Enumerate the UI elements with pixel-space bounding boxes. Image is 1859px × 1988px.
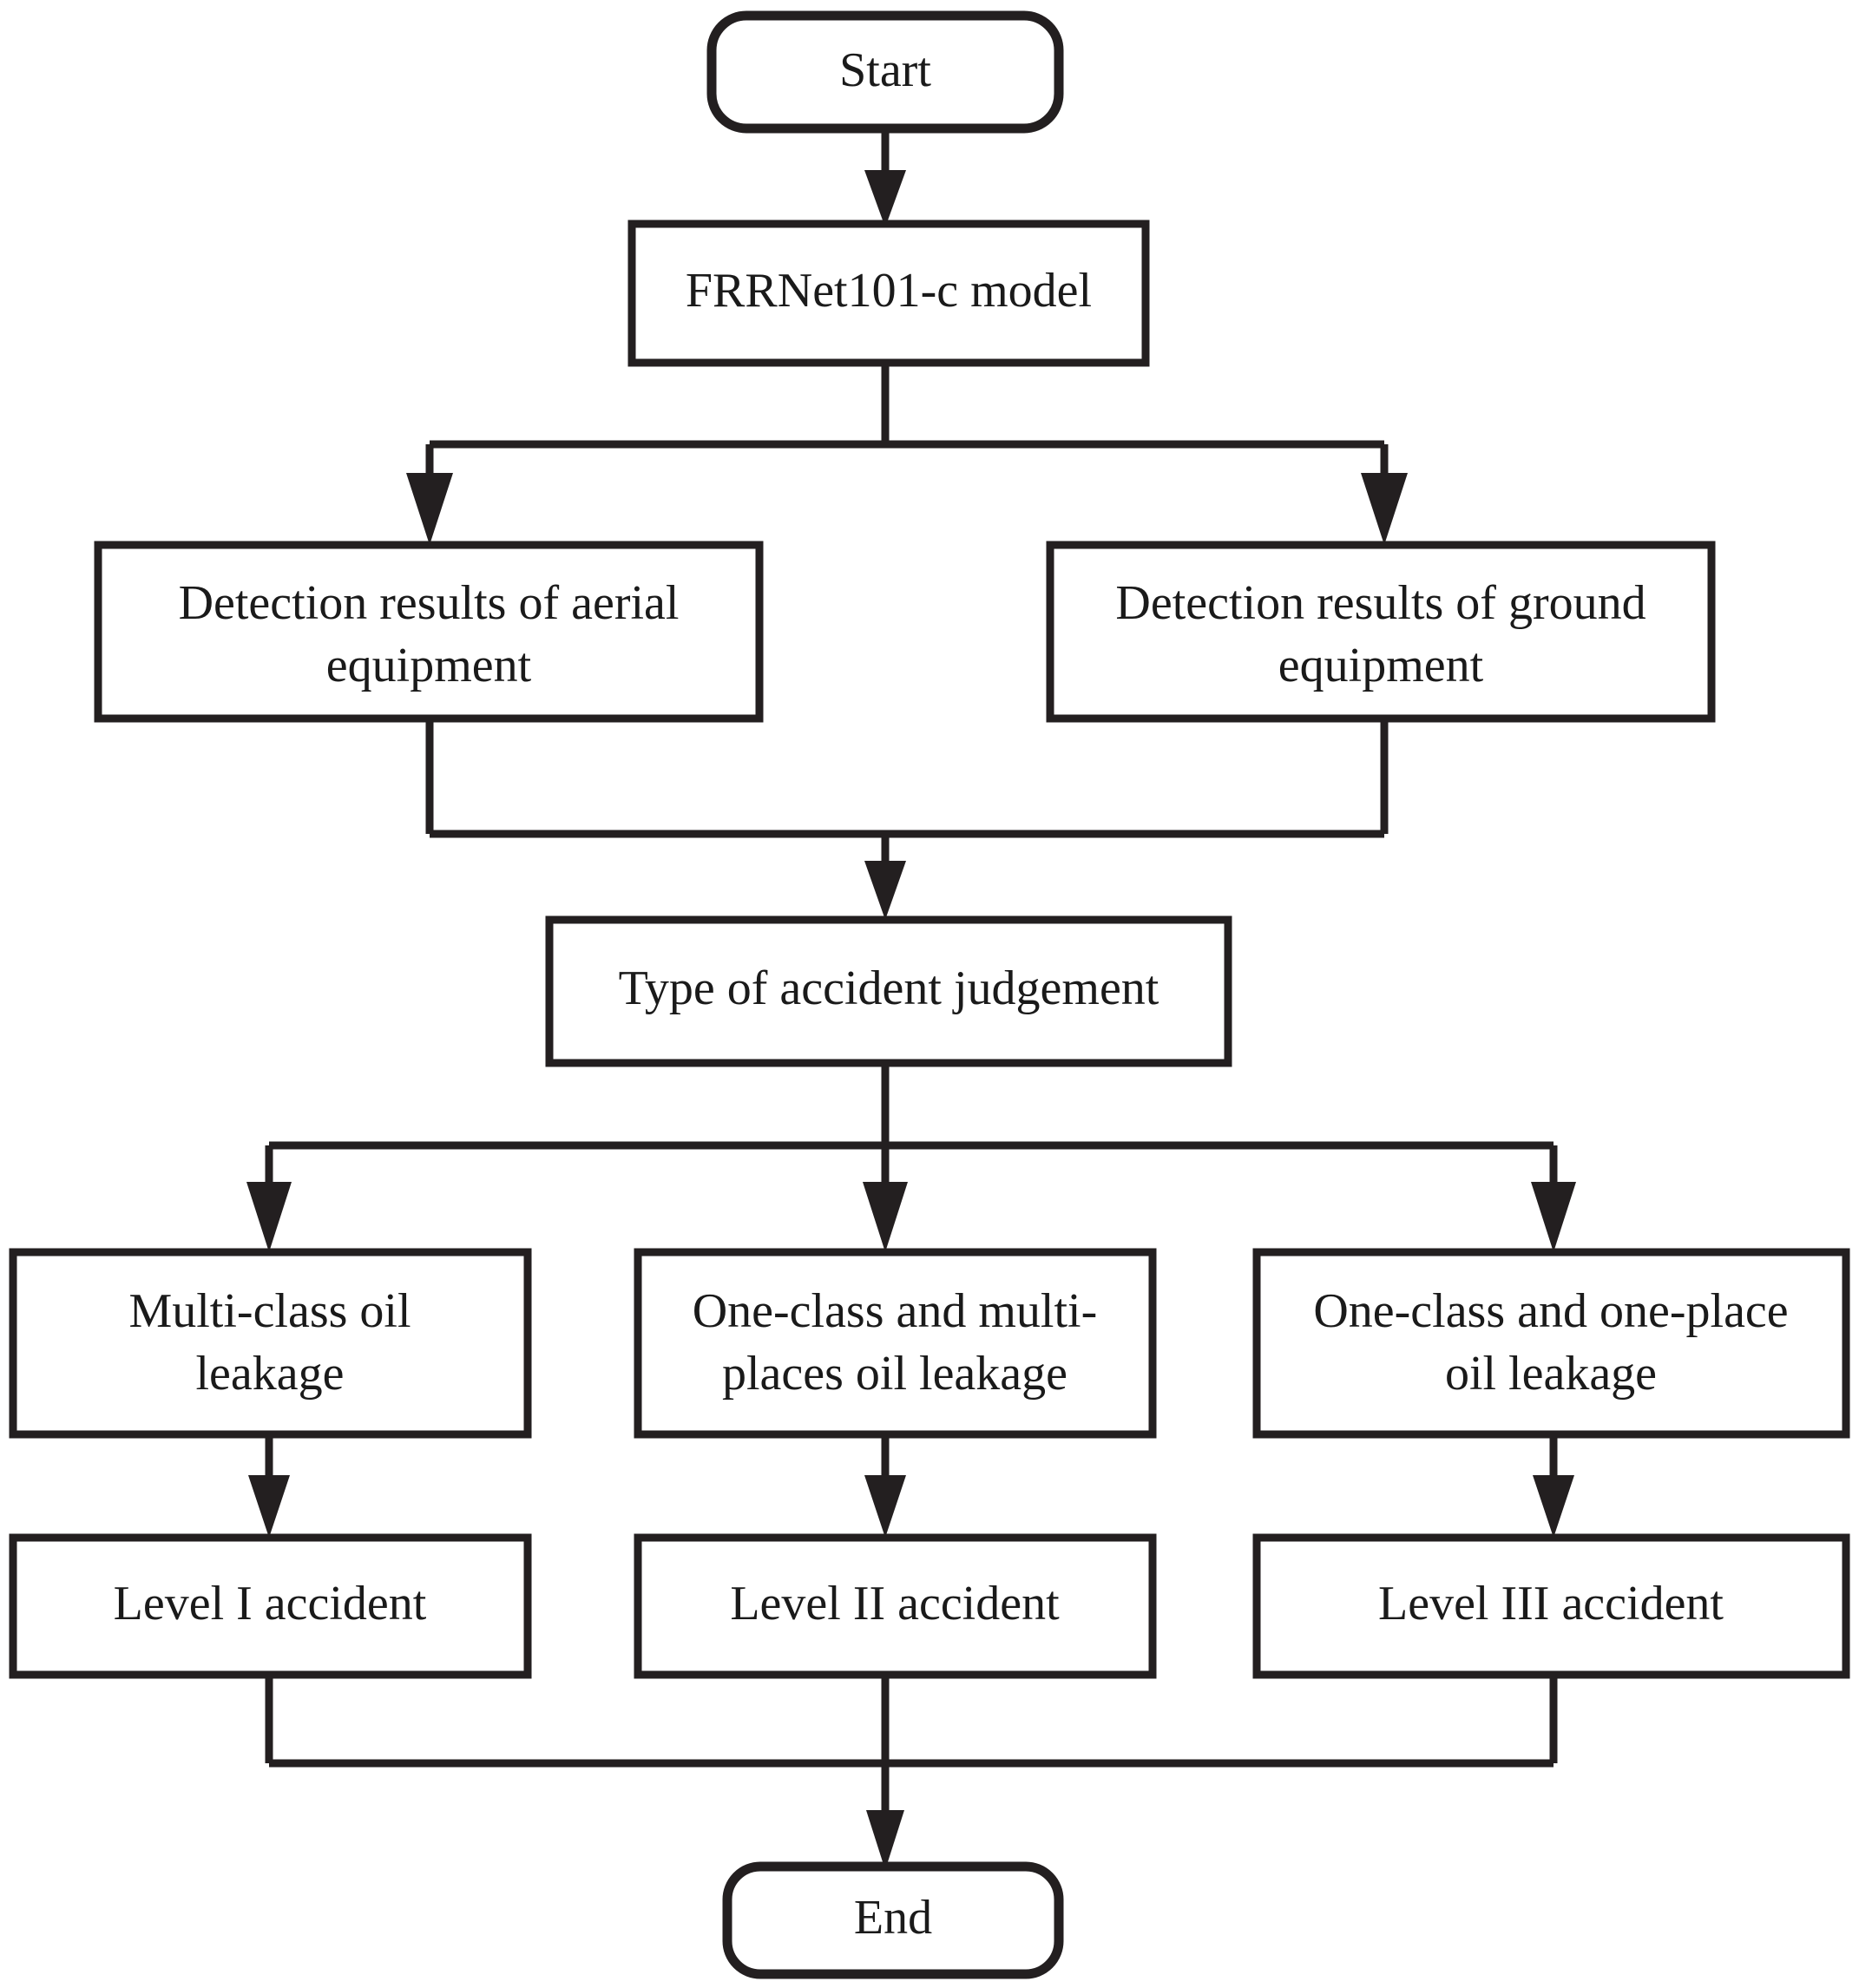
aerial-detection-label-line1: Detection results of aerial <box>179 576 680 630</box>
level-2-accident-box[interactable] <box>634 1533 1157 1679</box>
node-level-2-accident[interactable]: Level II accident <box>634 1533 1157 1679</box>
one-class-multi-place-oil-leakage-box[interactable] <box>634 1248 1157 1439</box>
edge-start-to-model <box>864 128 906 227</box>
start-label: Start <box>839 43 931 97</box>
node-one-class-multi-place-oil-leakage[interactable]: One-class and multi- places oil leakage <box>634 1248 1157 1439</box>
node-start[interactable]: Start <box>706 10 1064 134</box>
model-box[interactable] <box>627 220 1150 367</box>
node-accident-type-judgement[interactable]: Type of accident judgement <box>545 915 1232 1067</box>
edge-oneclassone-to-level3 <box>1533 1434 1574 1538</box>
multi-class-oil-leakage-box[interactable] <box>9 1248 532 1439</box>
level-3-accident-box[interactable] <box>1252 1533 1850 1679</box>
end-label: End <box>854 1891 932 1945</box>
ground-detection-label-line1: Detection results of ground <box>1115 576 1646 630</box>
node-model[interactable]: FRRNet101-c model <box>627 220 1150 367</box>
end-box[interactable] <box>722 1861 1064 1979</box>
level-1-accident-label: Level I accident <box>114 1577 427 1630</box>
edge-oneclassmulti-to-level2 <box>864 1434 906 1538</box>
one-class-one-place-label-line1: One-class and one-place <box>1313 1284 1788 1338</box>
connector-layer <box>246 128 1576 1870</box>
model-label: FRRNet101-c model <box>686 264 1092 318</box>
node-level-1-accident[interactable]: Level I accident <box>9 1533 532 1679</box>
edge-levels-to-end <box>265 1675 1558 1870</box>
level-1-accident-box[interactable] <box>9 1533 532 1679</box>
node-end[interactable]: End <box>722 1861 1064 1979</box>
node-ground-detection[interactable]: Detection results of ground equipment <box>1046 541 1716 723</box>
ground-detection-label-line2: equipment <box>1278 639 1484 692</box>
node-aerial-detection[interactable]: Detection results of aerial equipment <box>94 541 764 723</box>
one-class-one-place-label-line2: oil leakage <box>1445 1347 1657 1401</box>
multi-class-oil-leakage-label-line1: Multi-class oil <box>128 1284 411 1338</box>
aerial-detection-label-line2: equipment <box>326 639 532 692</box>
level-2-accident-label: Level II accident <box>730 1577 1060 1630</box>
accident-type-judgement-box[interactable] <box>545 915 1232 1067</box>
edge-multiclass-to-level1 <box>248 1434 290 1538</box>
ground-detection-box[interactable] <box>1046 541 1716 723</box>
accident-type-judgement-label: Type of accident judgement <box>619 961 1159 1015</box>
start-box[interactable] <box>706 10 1064 134</box>
multi-class-oil-leakage-label-line2: leakage <box>196 1347 345 1401</box>
level-3-accident-label: Level III accident <box>1378 1577 1724 1630</box>
node-level-3-accident[interactable]: Level III accident <box>1252 1533 1850 1679</box>
aerial-detection-box[interactable] <box>94 541 764 723</box>
one-class-multi-place-label-line2: places oil leakage <box>722 1347 1067 1401</box>
one-class-multi-place-label-line1: One-class and multi- <box>693 1284 1098 1338</box>
one-class-one-place-oil-leakage-box[interactable] <box>1252 1248 1850 1439</box>
edge-model-to-detections <box>406 363 1408 545</box>
edge-judgement-to-leak-types <box>246 1063 1576 1252</box>
node-one-class-one-place-oil-leakage[interactable]: One-class and one-place oil leakage <box>1252 1248 1850 1439</box>
edge-detections-to-judgement <box>425 718 1389 920</box>
node-multi-class-oil-leakage[interactable]: Multi-class oil leakage <box>9 1248 532 1439</box>
